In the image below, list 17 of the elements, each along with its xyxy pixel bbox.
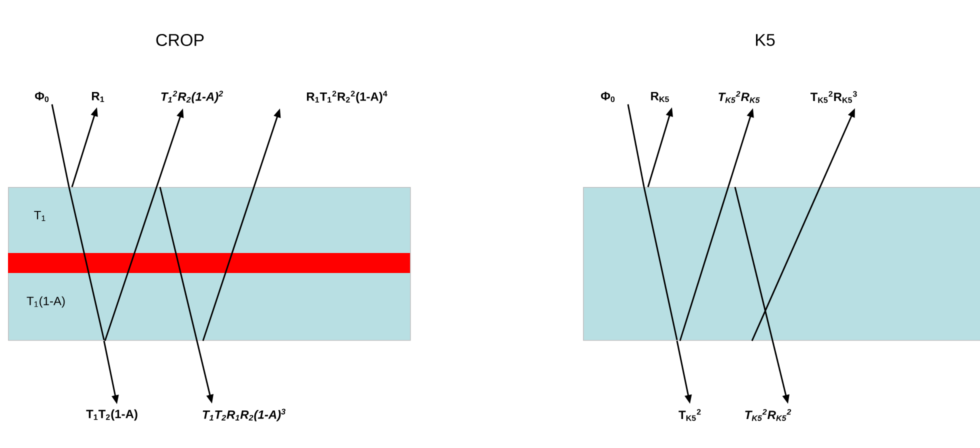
ray-label: T$_{1}$T$_{2}$R$_{1}$R$_{2}$(1-A)$^{3}$	[202, 408, 286, 422]
ray-label: T$_{1}$$^{2}$R$_{2}$(1-A)$^{2}$	[161, 90, 223, 104]
layer-label: T$_{1}$	[34, 210, 46, 222]
ray-label: T$_{K5}$2	[678, 409, 701, 421]
ray-label: Φ$_{0}$	[34, 92, 49, 102]
layer-label: T$_{1}$(1-A)	[26, 296, 65, 308]
ray-label: T$_{K5}$$^{2}$R$_{K5}$3	[810, 91, 857, 103]
ray-label: T$_{1}$T$_{2}$(1-A)	[86, 409, 138, 421]
panel-title: CROP	[156, 34, 204, 46]
slab-drawing	[583, 186, 980, 341]
ray-label: R$_{1}$	[92, 92, 104, 102]
panel-title: K5	[756, 34, 775, 46]
ray-label: R$_{K5}$	[651, 92, 669, 102]
ray-label: T$_{K5}$$^{2}$R$_{K5}$	[718, 91, 760, 103]
ray-label: T$_{K5}$$^{2}$R$_{K5}$2	[745, 409, 792, 421]
ray-label: R$_{1}$T$_{1}$$^{2}$R$_{2}$$^{2}$(1-A)$^{4}$	[306, 90, 388, 104]
ray-label: Φ$_{0}$	[600, 92, 615, 102]
